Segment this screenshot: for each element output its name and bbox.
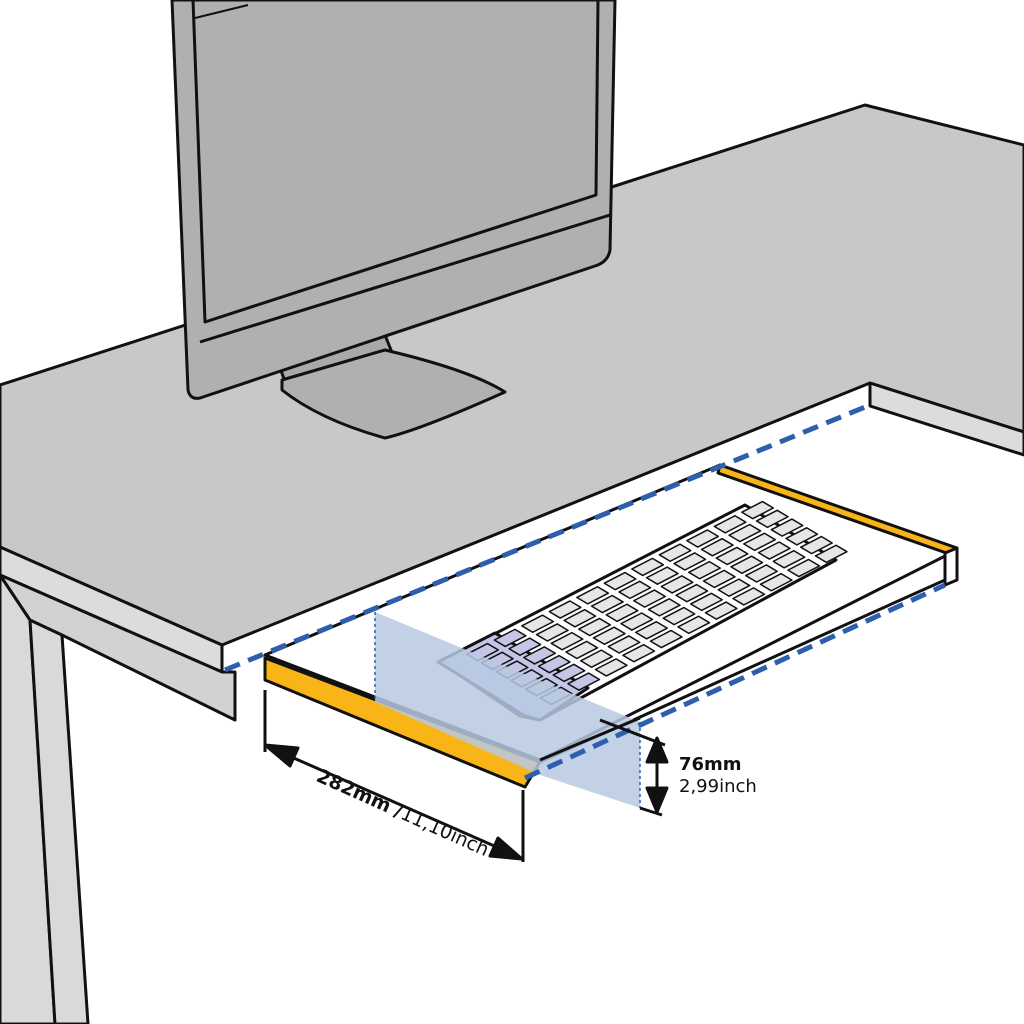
desk <box>0 103 1024 722</box>
keyboard-key <box>785 527 819 546</box>
keyboard-key <box>686 529 720 548</box>
keyboard-key <box>772 549 806 569</box>
keyboard-key <box>700 537 734 557</box>
keyboard-key <box>592 626 626 646</box>
keyboard-key <box>660 575 694 594</box>
keyboard-key <box>713 515 747 534</box>
keyboard-key <box>715 546 749 566</box>
keyboard-key <box>743 532 777 552</box>
clearance-highlight-panel <box>375 612 640 808</box>
keyboard-key <box>508 637 542 656</box>
keyboard-key <box>603 571 637 591</box>
keyboard-key <box>618 580 652 600</box>
keyboard-key <box>704 601 738 620</box>
keyboard-key <box>675 583 709 603</box>
keyboard-key <box>523 646 557 665</box>
keyboard-key <box>550 631 584 651</box>
keyboard-key <box>645 566 679 585</box>
keyboard-key <box>787 558 821 578</box>
arrow-head-icon <box>263 743 300 768</box>
height-dimension <box>599 718 669 817</box>
keyboard-key <box>745 564 778 583</box>
keyboard-key <box>728 523 762 543</box>
keyboard-key <box>759 572 793 592</box>
arrow-head-icon <box>645 736 669 764</box>
keyboard-key <box>552 663 586 683</box>
keyboard-key <box>633 589 667 608</box>
keyboard-key <box>800 535 833 555</box>
keyboard-key <box>677 615 711 635</box>
keyboard-key <box>755 509 789 529</box>
keyboard-key <box>563 608 597 628</box>
keyboard-key <box>770 518 804 537</box>
height-dimension-label: 76mm 2,99inch <box>679 754 757 798</box>
keyboard-key <box>673 552 707 571</box>
keyboard-key <box>730 555 764 575</box>
monitor-screen <box>191 0 600 324</box>
keyboard-key <box>702 569 736 589</box>
keyboard-key <box>567 672 601 691</box>
dashed-outline <box>224 402 947 781</box>
keyboard-key <box>649 629 683 649</box>
keyboard-key <box>605 603 639 623</box>
monitor-stand-base <box>280 348 507 440</box>
height-inch: 2,99inch <box>679 776 757 797</box>
width-dimension <box>263 690 525 862</box>
keyboard-key <box>658 543 692 563</box>
monitor <box>170 0 617 440</box>
keyboard-key <box>662 606 696 626</box>
arrow-head-icon <box>488 836 524 861</box>
keyboard-key <box>635 620 668 640</box>
keyboard-key <box>594 658 628 677</box>
keyboard-key <box>688 560 722 580</box>
keyboard-key <box>537 654 571 674</box>
keyboard-key <box>565 640 599 660</box>
keyboard-key <box>741 500 775 520</box>
keyboard-key <box>493 628 527 648</box>
keyboard-key <box>757 541 791 560</box>
desk-apron <box>0 573 237 722</box>
keyboard-key <box>631 557 665 577</box>
keyboard-key <box>521 614 555 634</box>
keyboard-key <box>548 600 582 619</box>
keyboard-key <box>580 649 613 668</box>
keyboard-key <box>647 598 681 617</box>
keyboard-key <box>535 623 569 642</box>
keyboard-key <box>732 587 766 606</box>
keyboard-key <box>620 612 654 631</box>
keyboard-key <box>607 635 641 654</box>
arrow-head-icon <box>645 786 669 814</box>
monitor-chin-line <box>199 213 611 344</box>
keyboard-key <box>690 592 723 612</box>
keyboard-key <box>622 643 656 663</box>
keyboard-key <box>814 544 848 564</box>
tray-right-end <box>943 546 959 587</box>
keyboard-key <box>717 578 751 597</box>
keyboard-key <box>578 617 612 637</box>
keyboard-key <box>576 586 610 605</box>
height-mm: 76mm <box>679 754 742 775</box>
keyboard-key <box>590 594 624 614</box>
desk-side-edge <box>868 381 1024 457</box>
